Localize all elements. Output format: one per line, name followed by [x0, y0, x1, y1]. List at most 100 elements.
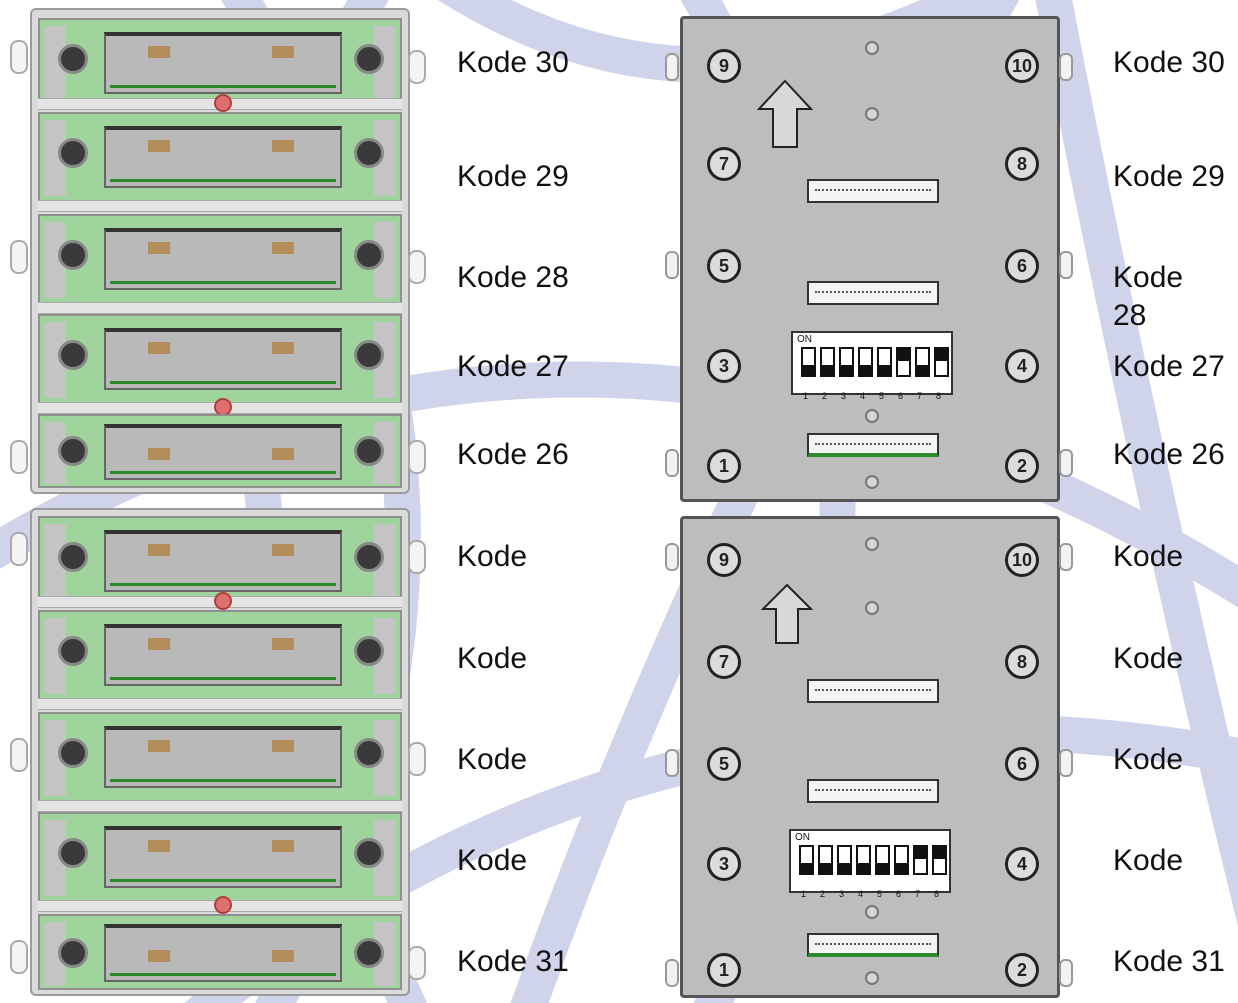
- up-arrow-icon: [761, 583, 813, 644]
- nameplate: [104, 424, 342, 480]
- dip-on-label: ON: [797, 334, 812, 345]
- nameplate: [104, 624, 342, 686]
- mount-hole: [865, 537, 879, 551]
- mount-hole: [865, 41, 879, 55]
- terminal-number: 4: [1005, 847, 1039, 881]
- dip-number: 7: [917, 391, 923, 401]
- mounting-ear: [10, 240, 28, 274]
- screw-icon: [58, 240, 88, 270]
- mounting-ear: [408, 540, 426, 574]
- dip-number: 2: [822, 391, 828, 401]
- terminal-number: 10: [1005, 543, 1039, 577]
- connector-icon: [807, 433, 939, 457]
- code-label: Kode 29: [457, 160, 569, 193]
- code-label: Kode: [457, 743, 528, 776]
- dip-number: 3: [839, 889, 845, 899]
- terminal-number: 2: [1005, 449, 1039, 483]
- dip-number: 6: [898, 391, 904, 401]
- terminal-number: 1: [707, 449, 741, 483]
- button-module: [38, 914, 402, 990]
- mount-hole: [865, 601, 879, 615]
- terminal-number: 5: [707, 249, 741, 283]
- connector-icon: [807, 281, 939, 305]
- code-label: Kode 30: [457, 46, 569, 79]
- screw-icon: [58, 738, 88, 768]
- code-label: Kode: [457, 540, 528, 573]
- mounting-ear: [408, 440, 426, 474]
- rear-panel-upper: 9 10 7 8 5 6 ON 1 2 3 4 5 6 7 8 3 4 1 2: [665, 16, 1073, 502]
- screw-icon: [58, 938, 88, 968]
- mount-hole: [865, 905, 879, 919]
- screw-icon: [58, 636, 88, 666]
- screw-icon: [354, 838, 384, 868]
- button-module: [38, 414, 402, 488]
- screw-icon: [58, 838, 88, 868]
- terminal-number: 4: [1005, 349, 1039, 383]
- button-module: [38, 516, 402, 606]
- mounting-ear: [408, 946, 426, 980]
- terminal-number: 10: [1005, 49, 1039, 83]
- screw-icon: [58, 138, 88, 168]
- screw-icon: [354, 138, 384, 168]
- dip-number: 8: [934, 889, 940, 899]
- code-label: Kode 26: [457, 438, 569, 471]
- nameplate: [104, 126, 342, 188]
- terminal-number: 8: [1005, 645, 1039, 679]
- nameplate: [104, 530, 342, 592]
- connector-icon: [807, 779, 939, 803]
- button-module: [38, 610, 402, 700]
- nameplate: [104, 726, 342, 788]
- dip-number: 4: [858, 889, 864, 899]
- code-label: Kode: [1113, 743, 1184, 776]
- mounting-ear: [408, 50, 426, 84]
- terminal-number: 3: [707, 847, 741, 881]
- code-label: Kode 26: [1113, 438, 1225, 471]
- connector-icon: [807, 933, 939, 957]
- mount-hole: [865, 409, 879, 423]
- code-label: Kode 30: [1113, 46, 1225, 79]
- connector-knob: [214, 592, 232, 610]
- screw-icon: [354, 240, 384, 270]
- dip-number: 4: [860, 391, 866, 401]
- connector-icon: [807, 179, 939, 203]
- terminal-number: 6: [1005, 747, 1039, 781]
- dip-number: 5: [879, 391, 885, 401]
- terminal-number: 9: [707, 49, 741, 83]
- dip-number: 8: [936, 391, 942, 401]
- screw-icon: [354, 340, 384, 370]
- code-label: Kode 28: [457, 261, 569, 294]
- dip-number: 5: [877, 889, 883, 899]
- connector-knob: [214, 94, 232, 112]
- button-module: [38, 214, 402, 304]
- module-stack-upper: [10, 8, 426, 494]
- terminal-number: 7: [707, 147, 741, 181]
- dip-number: 1: [803, 391, 809, 401]
- nameplate: [104, 228, 342, 290]
- dip-number: 2: [820, 889, 826, 899]
- up-arrow-icon: [757, 79, 813, 148]
- code-label: Kode: [1113, 642, 1184, 675]
- mounting-ear: [10, 940, 28, 974]
- terminal-number: 8: [1005, 147, 1039, 181]
- screw-icon: [354, 738, 384, 768]
- nameplate: [104, 826, 342, 888]
- button-module: [38, 314, 402, 404]
- code-label: Kode: [457, 844, 528, 877]
- screw-icon: [58, 542, 88, 572]
- button-module: [38, 712, 402, 802]
- button-module: [38, 18, 402, 108]
- mount-hole: [865, 971, 879, 985]
- code-label: Kode: [1113, 540, 1184, 573]
- terminal-number: 6: [1005, 249, 1039, 283]
- code-label: Kode 31: [1113, 945, 1225, 978]
- code-label: Kode 29: [1113, 160, 1225, 193]
- mounting-ear: [408, 742, 426, 776]
- dip-switch-icon: ON 1 2 3 4 5 6 7 8: [789, 829, 951, 899]
- nameplate: [104, 924, 342, 982]
- nameplate: [104, 328, 342, 390]
- screw-icon: [354, 636, 384, 666]
- mounting-ear: [10, 738, 28, 772]
- connector-icon: [807, 679, 939, 703]
- mount-hole: [865, 475, 879, 489]
- nameplate: [104, 32, 342, 94]
